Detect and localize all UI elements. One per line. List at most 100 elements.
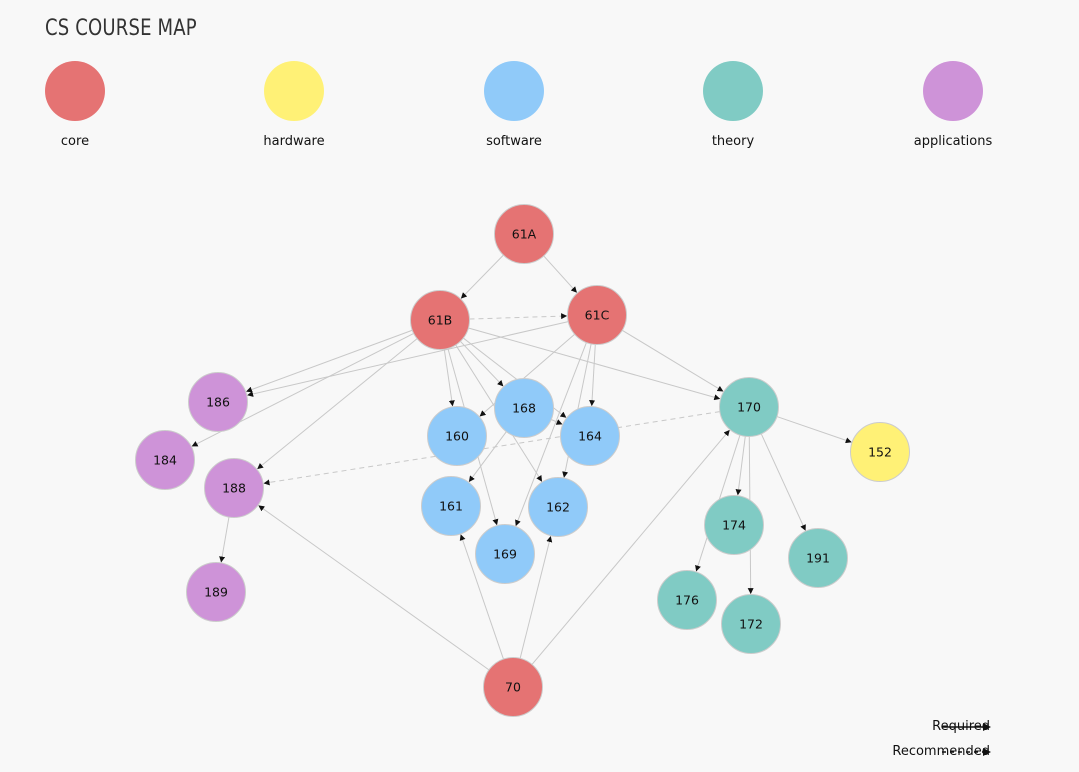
legend-item-theory[interactable]: theory: [668, 61, 798, 149]
course-node-61A[interactable]: 61A: [494, 204, 554, 264]
course-node-164[interactable]: 164: [560, 406, 620, 466]
course-circle-164: [560, 406, 620, 466]
course-node-152[interactable]: 152: [850, 422, 910, 482]
page-title: CS COURSE MAP: [45, 16, 197, 41]
course-label-61C: 61C: [585, 308, 610, 323]
course-label-61B: 61B: [428, 313, 452, 328]
course-label-176: 176: [675, 593, 699, 608]
course-circle-168: [494, 378, 554, 438]
course-node-172[interactable]: 172: [721, 594, 781, 654]
course-circle-189: [186, 562, 246, 622]
key-recommended-line: [942, 748, 991, 756]
course-node-188[interactable]: 188: [204, 458, 264, 518]
edge-70-to-162: [519, 536, 553, 659]
course-label-61A: 61A: [512, 227, 537, 242]
course-label-164: 164: [578, 429, 602, 444]
legend-item-hardware[interactable]: hardware: [229, 61, 359, 149]
course-node-70[interactable]: 70: [483, 657, 543, 717]
course-circle-169: [475, 524, 535, 584]
edge-70-to-161: [459, 534, 504, 660]
edge-170-to-152: [776, 416, 852, 444]
course-circle-160: [427, 406, 487, 466]
key-required-line: [942, 723, 991, 731]
legend-swatch-theory: [703, 61, 763, 121]
course-node-186[interactable]: 186: [188, 372, 248, 432]
legend-swatch-applications: [923, 61, 983, 121]
course-node-184[interactable]: 184: [135, 430, 195, 490]
legend-swatch-software: [484, 61, 544, 121]
edge-168-to-161: [468, 431, 507, 483]
course-circle-174: [704, 495, 764, 555]
legend-item-core[interactable]: core: [10, 61, 140, 149]
legend-label-theory: theory: [711, 134, 755, 149]
course-circle-172: [721, 594, 781, 654]
course-node-168[interactable]: 168: [494, 378, 554, 438]
legend-item-software[interactable]: software: [449, 61, 579, 149]
edge-61B-to-160: [443, 349, 455, 407]
course-label-152: 152: [868, 445, 892, 460]
course-circle-186: [188, 372, 248, 432]
course-label-168: 168: [512, 401, 536, 416]
edge-61C-to-164: [589, 344, 596, 407]
course-circle-188: [204, 458, 264, 518]
course-circle-176: [657, 570, 717, 630]
edge-170-to-174: [735, 436, 746, 496]
course-label-184: 184: [153, 453, 177, 468]
course-circle-61A: [494, 204, 554, 264]
key-recommended-label: Recommended: [892, 744, 990, 759]
course-node-174[interactable]: 174: [704, 495, 764, 555]
edge-61B-to-61C: [469, 313, 568, 320]
course-nodes: 61A 61B 61C 70 186 184 188 189 160 168 164 161 162 16…: [135, 204, 910, 717]
course-label-189: 189: [204, 585, 228, 600]
course-label-162: 162: [546, 500, 570, 515]
course-node-160[interactable]: 160: [427, 406, 487, 466]
edge-168-to-164: [550, 419, 563, 425]
edge-70-to-188: [258, 505, 490, 671]
edge-61B-to-188: [257, 338, 418, 470]
course-label-188: 188: [222, 481, 246, 496]
course-label-170: 170: [737, 400, 761, 415]
course-node-176[interactable]: 176: [657, 570, 717, 630]
edge-170-to-188: [263, 411, 720, 486]
edge-61A-to-61B: [460, 254, 504, 299]
edge-61C-to-170: [621, 329, 724, 392]
course-label-161: 161: [439, 499, 463, 514]
legend-swatch-hardware: [264, 61, 324, 121]
legend-label-hardware: hardware: [263, 134, 325, 149]
course-node-189[interactable]: 189: [186, 562, 246, 622]
edge-61C-to-186: [247, 321, 569, 397]
course-node-169[interactable]: 169: [475, 524, 535, 584]
edge-170-to-191: [760, 433, 806, 531]
course-node-162[interactable]: 162: [528, 477, 588, 537]
course-node-61B[interactable]: 61B: [410, 290, 470, 350]
legend-label-software: software: [486, 134, 542, 149]
course-circle-152: [850, 422, 910, 482]
course-label-191: 191: [806, 551, 830, 566]
course-circle-161: [421, 476, 481, 536]
edge-61A-to-61C: [543, 255, 577, 293]
course-label-160: 160: [445, 429, 469, 444]
course-circle-70: [483, 657, 543, 717]
course-circle-184: [135, 430, 195, 490]
edge-188-to-189: [219, 516, 230, 563]
legend-label-core: core: [60, 134, 90, 149]
edge-61B-to-186: [246, 329, 413, 393]
course-label-169: 169: [493, 547, 517, 562]
edge-61C-to-169: [515, 342, 587, 527]
course-node-161[interactable]: 161: [421, 476, 481, 536]
course-node-61C[interactable]: 61C: [567, 285, 627, 345]
course-circle-61B: [410, 290, 470, 350]
course-node-170[interactable]: 170: [719, 377, 779, 437]
course-label-186: 186: [206, 395, 230, 410]
edge-61B-to-168: [460, 340, 504, 387]
course-label-172: 172: [739, 617, 763, 632]
legend-item-applications[interactable]: applications: [888, 61, 1018, 149]
legend-swatch-core: [45, 61, 105, 121]
course-node-191[interactable]: 191: [788, 528, 848, 588]
course-circle-162: [528, 477, 588, 537]
edge-70-to-170: [531, 429, 730, 665]
course-circle-191: [788, 528, 848, 588]
course-circle-170: [719, 377, 779, 437]
legend-label-applications: applications: [913, 134, 993, 149]
